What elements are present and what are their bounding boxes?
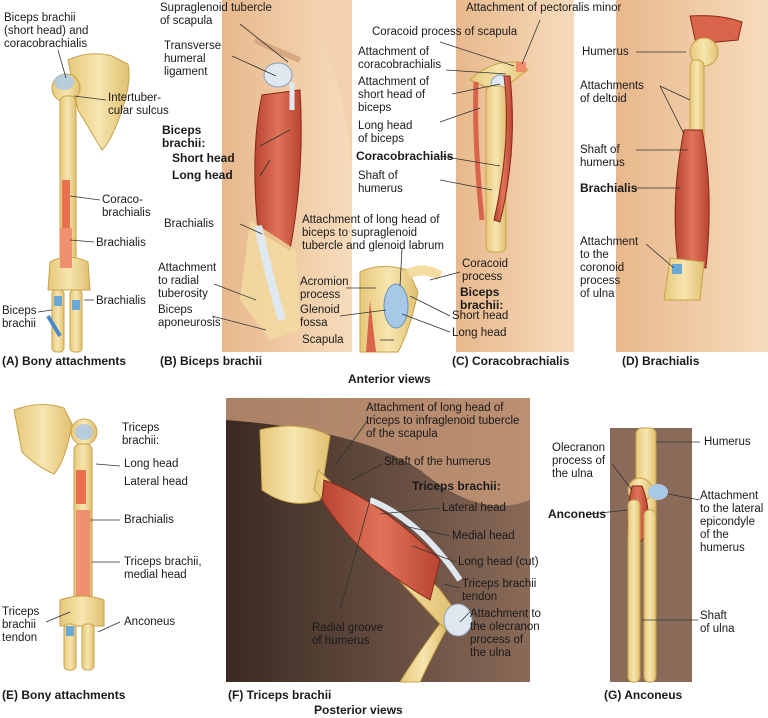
panel-a-label-intertubercular-sulcus: Intertuber- cular sulcus (108, 92, 169, 117)
panel-c-label-coracoid-process: Coracoid process of scapula (372, 26, 518, 38)
caption-d-letter: (D) (622, 354, 639, 368)
panel-e-label-triceps-tendon: Triceps brachii tendon (2, 606, 40, 644)
panel-b-label-short-head: Short head (172, 151, 235, 165)
panel-b-label-radial-tuberosity: Attachment to radial tuberosity (158, 262, 217, 300)
caption-e: (E) Bony attachments (2, 688, 125, 702)
panel-g-label-humerus: Humerus (704, 436, 751, 448)
panel-b-label-transverse-ligament: Transverse humeral ligament (164, 40, 222, 78)
panel-f-label-medial-head: Medial head (452, 530, 515, 542)
leader-lines (37, 19, 701, 633)
inset-label-coracoid: Coracoid process (462, 258, 509, 283)
panel-f-label-long-head-cut: Long head (cut) (458, 556, 539, 568)
panel-a-label-coracobrachialis: Coraco- brachialis (102, 194, 151, 219)
panel-c-label-shaft-humerus: Shaft of humerus (358, 170, 403, 195)
panel-d-label-deltoid: Attachments of deltoid (580, 80, 644, 105)
panel-a-label-biceps-coracobrachialis: Biceps brachii (short head) and coracobr… (4, 12, 89, 50)
panel-b-label-supraglenoid: Supraglenoid tubercle of scapula (160, 2, 272, 27)
panel-e-label-triceps-brachii: Triceps brachii: (122, 422, 160, 447)
caption-a-letter: (A) (2, 354, 19, 368)
panel-c-drawing (456, 0, 574, 352)
inset-label-long-head: Long head (452, 327, 507, 339)
posterior-views-caption: Posterior views (314, 703, 403, 717)
panel-g-label-lateral-epicondyle: Attachment to the lateral epicondyle of … (700, 490, 764, 554)
caption-b-letter: (B) (160, 354, 177, 368)
caption-g-text: Anconeus (624, 688, 683, 702)
caption-e-letter: (E) (2, 688, 18, 702)
caption-c-text: Coracobrachialis (472, 354, 570, 368)
panel-f-label-olecranon-attachment: Attachment to the olecranon process of t… (470, 608, 541, 659)
caption-f: (F) Triceps brachii (228, 688, 331, 702)
caption-a-text: Bony attachments (22, 354, 127, 368)
inset-label-short-head: Short head (452, 310, 509, 322)
panel-a-label-biceps-brachii: Biceps brachii (2, 305, 37, 330)
panel-g-label-olecranon: Olecranon process of the ulna (552, 442, 606, 480)
panel-g-label-anconeus: Anconeus (548, 507, 607, 521)
panel-f-label-triceps-tendon: Triceps brachii tendon (462, 578, 537, 603)
inset-label-acromion: Acromion process (300, 276, 349, 301)
panel-g-label-shaft-ulna: Shaft of ulna (700, 610, 735, 635)
panel-e-label-anconeus: Anconeus (124, 616, 176, 628)
panel-d-label-shaft: Shaft of humerus (580, 144, 625, 169)
panel-b-label-aponeurosis: Biceps aponeurosis (158, 304, 221, 329)
inset-label-biceps-brachii: Biceps brachii: (460, 285, 504, 312)
panel-a-label-brachialis: Brachialis (96, 237, 146, 249)
panel-f-label-radial-groove: Radial groove of humerus (312, 622, 383, 647)
panel-f-drawing (226, 398, 530, 683)
panel-c-label-short-head-attachment: Attachment of short head of biceps (358, 76, 429, 114)
panel-d-drawing (616, 0, 768, 352)
panel-e-label-medial-head: Triceps brachii, medial head (124, 556, 202, 581)
caption-f-letter: (F) (228, 688, 244, 702)
panel-b-label-brachialis: Brachialis (164, 218, 214, 230)
caption-d-text: Brachialis (642, 354, 700, 368)
panel-c-label-long-head-biceps: Long head of biceps (358, 120, 413, 145)
panel-e-label-brachialis: Brachialis (124, 514, 174, 526)
caption-b: (B) Biceps brachii (160, 354, 262, 368)
caption-f-text: Triceps brachii (246, 688, 332, 702)
inset-label-glenoid-fossa: Glenoid fossa (300, 304, 340, 329)
panel-a-label-brachialis-2: Brachialis (96, 295, 146, 307)
caption-g-letter: (G) (604, 688, 622, 702)
panel-f-label-lateral-head: Lateral head (442, 502, 506, 514)
panel-d-label-brachialis: Brachialis (580, 181, 638, 195)
panel-d-label-coronoid: Attachment to the coronoid process of ul… (580, 236, 639, 300)
panel-e-label-lateral-head: Lateral head (124, 476, 188, 488)
caption-b-text: Biceps brachii (180, 354, 263, 368)
caption-e-text: Bony attachments (21, 688, 126, 702)
anterior-views-caption: Anterior views (348, 372, 431, 386)
inset-label-long-head-attachment: Attachment of long head of biceps to sup… (302, 214, 444, 252)
caption-g: (G) Anconeus (604, 688, 682, 702)
panel-c-label-coracobrachialis: Coracobrachialis (356, 149, 454, 163)
caption-a: (A) Bony attachments (2, 354, 126, 368)
panel-g-drawing (610, 427, 692, 683)
panel-f-label-triceps-brachii: Triceps brachii: (412, 479, 501, 493)
caption-c: (C) Coracobrachialis (452, 354, 569, 368)
panel-b-label-long-head: Long head (172, 168, 233, 182)
panel-f-label-shaft-humerus: Shaft of the humerus (384, 456, 491, 468)
panel-c-label-pectoralis-minor: Attachment of pectoralis minor (466, 2, 622, 14)
panel-f-label-infraglenoid: Attachment of long head of triceps to in… (366, 402, 520, 440)
panel-a-drawing (46, 53, 130, 353)
caption-c-letter: (C) (452, 354, 469, 368)
panel-c-label-coracobrachialis-attachment: Attachment of coracobrachialis (358, 46, 442, 71)
panel-d-label-humerus: Humerus (582, 46, 629, 58)
panel-b-label-biceps-brachii: Biceps brachii: (162, 123, 206, 150)
panel-b-drawing (222, 0, 352, 352)
panel-e-label-long-head: Long head (124, 458, 179, 470)
panel-e-drawing (13, 404, 105, 671)
caption-d: (D) Brachialis (622, 354, 699, 368)
inset-label-scapula: Scapula (302, 334, 344, 346)
